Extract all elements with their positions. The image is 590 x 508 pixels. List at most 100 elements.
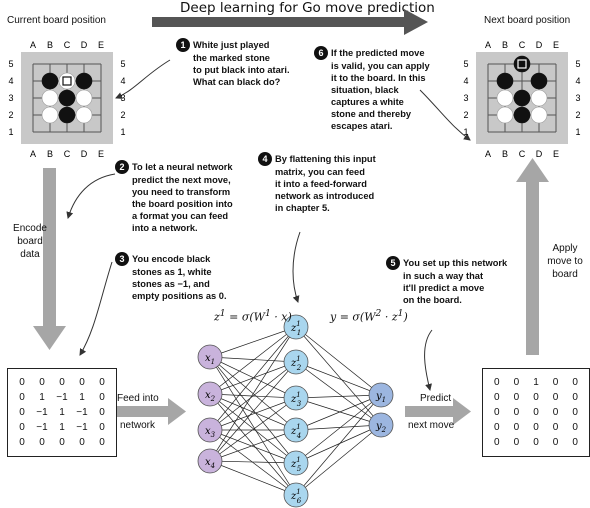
hidden-node <box>283 417 309 443</box>
output-node <box>368 412 394 438</box>
input-matrix-cell: 1 <box>59 422 65 433</box>
white-stone <box>530 89 548 107</box>
input-matrix-cell: 1 <box>79 392 85 403</box>
output-matrix-cell: 0 <box>494 392 500 403</box>
output-matrix-cell: 0 <box>552 422 559 433</box>
network-edge <box>209 356 297 363</box>
callout-6-line: stone and thereby <box>331 109 412 119</box>
input-matrix-cell: −1 <box>36 422 48 433</box>
input-matrix-cell: 0 <box>99 392 105 403</box>
input-matrix-cell: 1 <box>59 407 65 418</box>
output-matrix-cell: 0 <box>513 377 520 388</box>
white-stone <box>58 72 76 90</box>
input-node <box>197 417 223 443</box>
callout3-pointer <box>79 261 113 356</box>
board-row-label: 3 <box>575 93 580 103</box>
output-matrix-cell: 0 <box>494 407 500 418</box>
output-matrix-cell: 0 <box>494 437 500 448</box>
hidden-node <box>283 450 309 476</box>
predict-label-top: Predict <box>420 393 452 404</box>
board-row-label: 3 <box>120 93 125 103</box>
network-edge <box>295 397 382 426</box>
output-matrix-cell: 0 <box>533 437 539 448</box>
output-matrix-cell: 0 <box>572 392 578 403</box>
callout-2-line: you need to transform <box>132 187 231 197</box>
encode-arrow <box>33 168 66 350</box>
network-edge <box>295 394 382 431</box>
board-col-label: B <box>47 40 53 50</box>
board-row-label: 4 <box>463 76 468 86</box>
white-stone <box>41 89 59 107</box>
input-matrix-cell: 0 <box>99 422 105 433</box>
black-stone <box>513 106 531 124</box>
board-row-label: 4 <box>575 76 580 86</box>
board-row-label: 3 <box>463 93 468 103</box>
white-stone <box>41 106 59 124</box>
callout-1-line: What can black do? <box>193 77 281 87</box>
input-matrix-cell: 0 <box>19 407 25 418</box>
output-matrix-cell: 0 <box>533 392 539 403</box>
output-matrix-cell: 0 <box>533 407 539 418</box>
input-node <box>197 344 223 370</box>
board-col-label: A <box>30 40 36 50</box>
encode-label-line: Encode <box>13 223 47 234</box>
output-matrix-cell: 0 <box>552 392 559 403</box>
input-node <box>197 381 223 407</box>
network-edge <box>209 356 297 399</box>
callout-6-line: captures a white <box>331 97 404 107</box>
output-matrix-cell: 1 <box>533 377 539 388</box>
board-col-label: C <box>64 149 71 159</box>
apply-label-line: board <box>552 269 578 280</box>
board-row-label: 5 <box>8 59 13 69</box>
network-edge <box>209 429 297 464</box>
network-edges <box>209 326 382 496</box>
network-edge <box>209 429 297 496</box>
black-stone <box>58 106 76 124</box>
board-col-label: D <box>81 149 88 159</box>
callout5-pointer <box>424 329 433 391</box>
network-edge <box>209 393 297 464</box>
input-matrix-cell: 0 <box>39 437 45 448</box>
input-matrix-cell: 0 <box>79 437 85 448</box>
network-edge <box>295 361 382 426</box>
board-col-label: E <box>98 149 104 159</box>
callout-1-line: to put black into atari. <box>193 65 290 75</box>
callout-6-line: it to the board. In this <box>331 73 426 83</box>
callout-6-line: If the predicted move <box>331 48 425 58</box>
input-matrix-cell: −1 <box>76 407 88 418</box>
top-arrow <box>152 9 428 35</box>
callout-5-line: on the board. <box>403 295 462 305</box>
network-edge <box>295 394 382 399</box>
board-row-label: 4 <box>120 76 125 86</box>
callout-3-number: 3 <box>115 252 129 266</box>
output-matrix-cell: 0 <box>572 422 578 433</box>
input-node-label: x1 <box>205 353 215 366</box>
hidden-node <box>283 314 309 340</box>
board-row-label: 3 <box>8 93 13 103</box>
last-move-marker <box>517 59 527 69</box>
output-matrix-cell: 0 <box>552 407 559 418</box>
callout-2-line: To let a neural network <box>132 162 233 172</box>
input-matrix-cell: 0 <box>19 437 25 448</box>
black-stone <box>513 55 531 73</box>
input-matrix-cell: 0 <box>39 377 45 388</box>
output-matrix-cell: 0 <box>513 392 520 403</box>
apply-label-line: move to <box>547 256 583 267</box>
callout-1-line: the marked stone <box>193 53 270 63</box>
output-matrix-cell: 0 <box>552 377 559 388</box>
callout-2-line: predict the next move, <box>132 175 231 185</box>
callout-2-number: 2 <box>115 160 129 174</box>
network-edge <box>295 394 382 464</box>
network-edge <box>295 361 382 396</box>
black-stone <box>530 72 548 90</box>
next-board-label: Next board position <box>484 15 571 26</box>
